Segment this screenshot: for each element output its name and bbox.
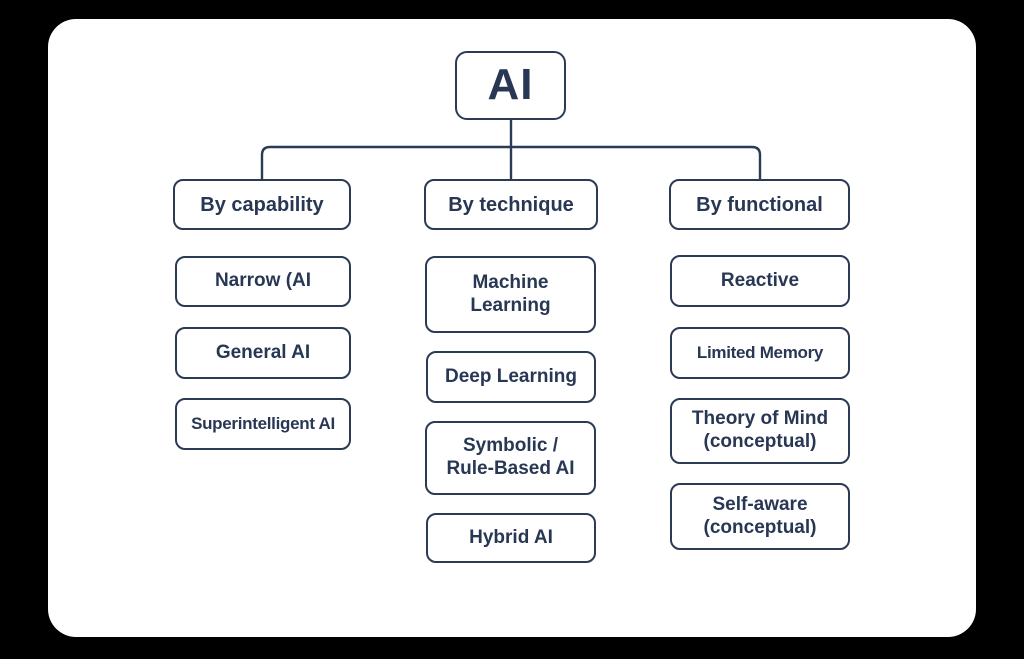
leaf-superintelligent-ai: Superintelligent AI (175, 398, 351, 450)
leaf-limited-memory: Limited Memory (670, 327, 850, 379)
leaf-hybrid-ai: Hybrid AI (426, 513, 596, 563)
category-by-functional: By functional (669, 179, 850, 230)
root-node-ai: AI (455, 51, 566, 120)
leaf-machine-learning: Machine Learning (425, 256, 596, 333)
leaf-self-aware: Self-aware (conceptual) (670, 483, 850, 550)
leaf-symbolic-rule-based-ai: Symbolic / Rule-Based AI (425, 421, 596, 495)
category-by-technique: By technique (424, 179, 598, 230)
category-by-capability: By capability (173, 179, 351, 230)
leaf-reactive: Reactive (670, 255, 850, 307)
leaf-deep-learning: Deep Learning (426, 351, 596, 403)
leaf-theory-of-mind: Theory of Mind (conceptual) (670, 398, 850, 464)
leaf-general-ai: General AI (175, 327, 351, 379)
leaf-narrow-ai: Narrow (AI (175, 256, 351, 307)
